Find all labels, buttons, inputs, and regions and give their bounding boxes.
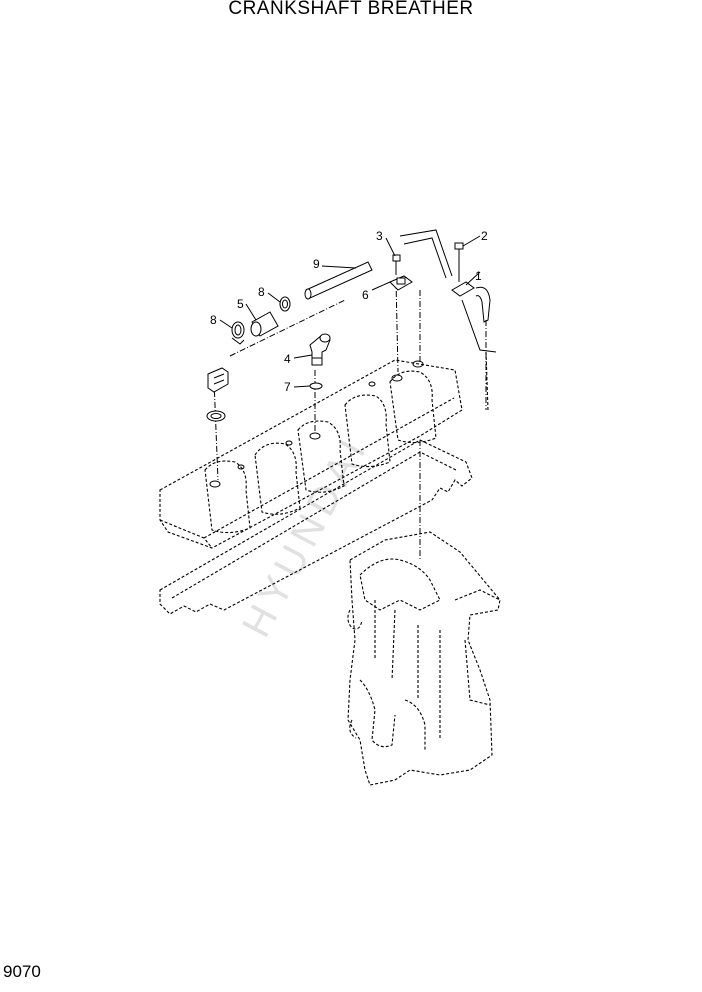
callout-6: 6 bbox=[362, 288, 369, 302]
callout-2: 2 bbox=[481, 229, 488, 243]
breather-hose bbox=[250, 311, 279, 337]
svg-text:HYUNDAI: HYUNDAI bbox=[234, 428, 377, 645]
bolt-2 bbox=[454, 242, 464, 282]
page-code: 9070 bbox=[3, 962, 41, 981]
bolt-3 bbox=[392, 254, 401, 275]
hose-clamp-lower bbox=[231, 321, 245, 345]
page-title: CRANKSHAFT BREATHER bbox=[228, 0, 474, 19]
callout-8-upper: 8 bbox=[258, 285, 265, 299]
rocker-cover bbox=[159, 359, 463, 549]
callout-7: 7 bbox=[284, 380, 291, 394]
callout-8-lower: 8 bbox=[210, 313, 217, 327]
breather-pipe-bracket bbox=[399, 229, 497, 411]
bracket-clip bbox=[389, 275, 413, 291]
callout-1: 1 bbox=[475, 269, 482, 283]
filler-seal bbox=[206, 410, 226, 422]
callout-4: 4 bbox=[284, 352, 291, 366]
callout-5: 5 bbox=[237, 297, 244, 311]
callout-9: 9 bbox=[313, 257, 320, 271]
engine-block bbox=[347, 531, 501, 786]
callout-3: 3 bbox=[376, 229, 383, 243]
elbow-fitting bbox=[309, 333, 331, 366]
callout-leaders bbox=[219, 235, 481, 388]
o-ring bbox=[309, 382, 323, 390]
hose-clamp-upper bbox=[279, 296, 291, 312]
filler-cap bbox=[207, 367, 229, 393]
watermark: HYUNDAI bbox=[234, 428, 377, 645]
breather-tube bbox=[304, 261, 373, 300]
